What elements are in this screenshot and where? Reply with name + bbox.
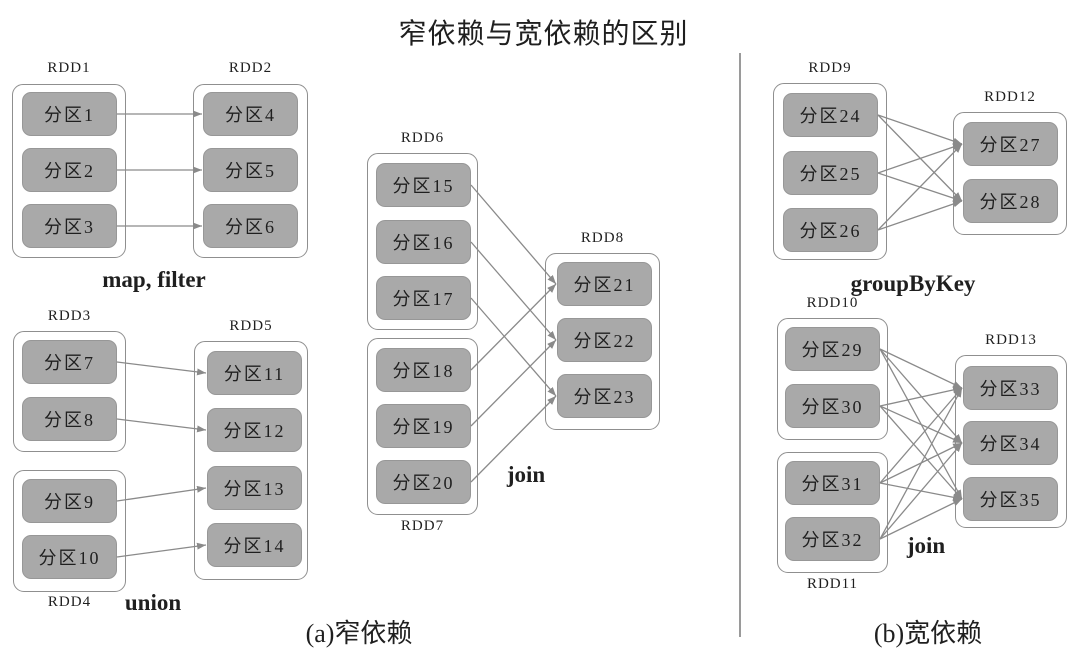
rdd11-label: RDD11 (806, 576, 859, 592)
partition-box: 分区4 (203, 92, 298, 136)
rdd6-label: RDD6 (400, 130, 445, 146)
partition-box: 分区6 (203, 204, 298, 248)
caption-narrow-dependency: (a)窄依赖 (305, 619, 413, 648)
partition-box: 分区32 (785, 517, 880, 561)
partition-box: 分区3 (22, 204, 117, 248)
partition-box: 分区2 (22, 148, 117, 192)
partition-box: 分区25 (783, 151, 878, 195)
rdd9-label: RDD9 (808, 60, 852, 76)
partition-box: 分区17 (376, 276, 471, 320)
operation-label-group-by-key: groupByKey (850, 271, 976, 296)
rdd2-label: RDD2 (228, 60, 273, 76)
rdd12-label: RDD12 (984, 89, 1036, 105)
partition-box: 分区13 (207, 466, 302, 510)
partition-box: 分区34 (963, 421, 1058, 465)
partition-box: 分区16 (376, 220, 471, 264)
partition-box: 分区27 (963, 122, 1058, 166)
partition-box: 分区14 (207, 523, 302, 567)
rdd3-label: RDD3 (47, 308, 92, 324)
partition-box: 分区20 (376, 460, 471, 504)
partition-box: 分区1 (22, 92, 117, 136)
rdd8-label: RDD8 (580, 230, 625, 246)
operation-label-join-narrow: join (506, 462, 546, 487)
diagram-title: 窄依赖与宽依赖的区别 (398, 19, 689, 50)
rdd10-label: RDD10 (806, 295, 859, 311)
partition-box: 分区24 (783, 93, 878, 137)
partition-box: 分区22 (557, 318, 652, 362)
partition-box: 分区30 (785, 384, 880, 428)
rdd7-label: RDD7 (400, 518, 445, 534)
partition-box: 分区23 (557, 374, 652, 418)
partition-box: 分区9 (22, 479, 117, 523)
partition-box: 分区11 (207, 351, 302, 395)
partition-box: 分区28 (963, 179, 1058, 223)
partition-box: 分区19 (376, 404, 471, 448)
partition-box: 分区12 (207, 408, 302, 452)
partition-box: 分区26 (783, 208, 878, 252)
operation-label-join-wide: join (906, 533, 946, 558)
caption-wide-dependency: (b)宽依赖 (873, 619, 983, 648)
partition-box: 分区21 (557, 262, 652, 306)
operation-label-union: union (124, 590, 182, 615)
partition-box: 分区10 (22, 535, 117, 579)
partition-box: 分区35 (963, 477, 1058, 521)
partition-box: 分区15 (376, 163, 471, 207)
rdd13-label: RDD13 (985, 332, 1037, 348)
partition-box: 分区7 (22, 340, 117, 384)
section-divider (739, 53, 741, 637)
partition-box: 分区29 (785, 327, 880, 371)
partition-box: 分区18 (376, 348, 471, 392)
rdd1-label: RDD1 (47, 60, 91, 76)
partition-box: 分区33 (963, 366, 1058, 410)
partition-box: 分区5 (203, 148, 298, 192)
operation-label-map-filter: map, filter (102, 267, 206, 292)
partition-box: 分区8 (22, 397, 117, 441)
partition-box: 分区31 (785, 461, 880, 505)
rdd4-label: RDD4 (47, 594, 92, 610)
rdd5-label: RDD5 (229, 318, 273, 334)
